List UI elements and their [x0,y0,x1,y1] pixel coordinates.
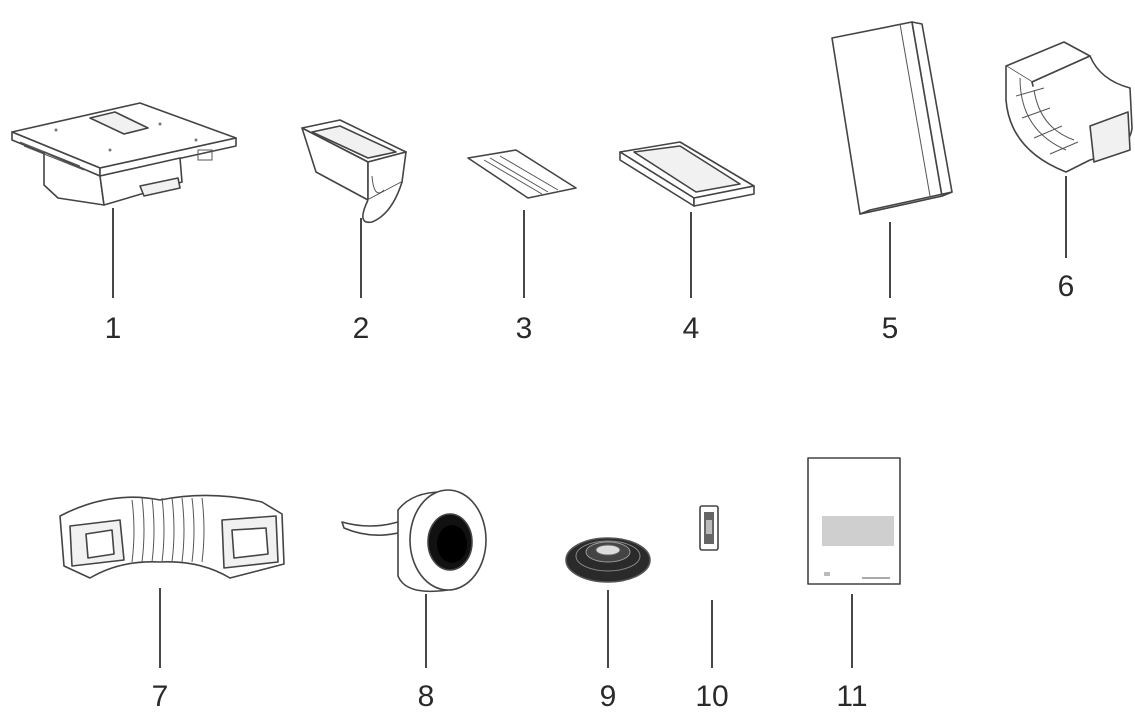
tape-roll-icon [341,489,487,593]
induction-hob-with-extractor-icon [11,102,237,206]
part-label-10: 10 [695,680,728,713]
part-label-11: 11 [836,680,867,713]
part-label-3: 3 [516,312,533,345]
part-7: 7 [59,494,285,713]
part-2: 2 [301,119,407,345]
part-10: 10 [695,505,729,713]
seal-ring-icon [565,537,651,583]
part-5: 5 [831,21,953,345]
part-8: 8 [341,489,487,713]
straight-duct-icon [831,21,953,215]
part-label-2: 2 [353,312,370,345]
manual-booklet-icon [807,457,901,585]
extractor-outlet-adapter-icon [301,119,407,224]
part-label-6: 6 [1058,270,1075,303]
shallow-tray-icon [619,141,755,207]
part-9: 9 [565,537,651,713]
part-1: 1 [11,102,237,345]
part-3: 3 [467,149,577,345]
part-label-4: 4 [683,312,700,345]
part-4: 4 [619,141,755,345]
flat-plate-icon [467,149,577,199]
part-label-8: 8 [418,680,435,713]
part-11: 11 [807,457,901,713]
part-label-9: 9 [600,680,617,713]
part-label-7: 7 [152,680,169,713]
part-6: 6 [1005,41,1133,303]
part-label-5: 5 [882,312,899,345]
duct-elbow-icon [1005,41,1133,173]
part-label-1: 1 [105,312,122,345]
clip-icon [699,505,719,551]
flexible-duct-icon [59,494,285,579]
